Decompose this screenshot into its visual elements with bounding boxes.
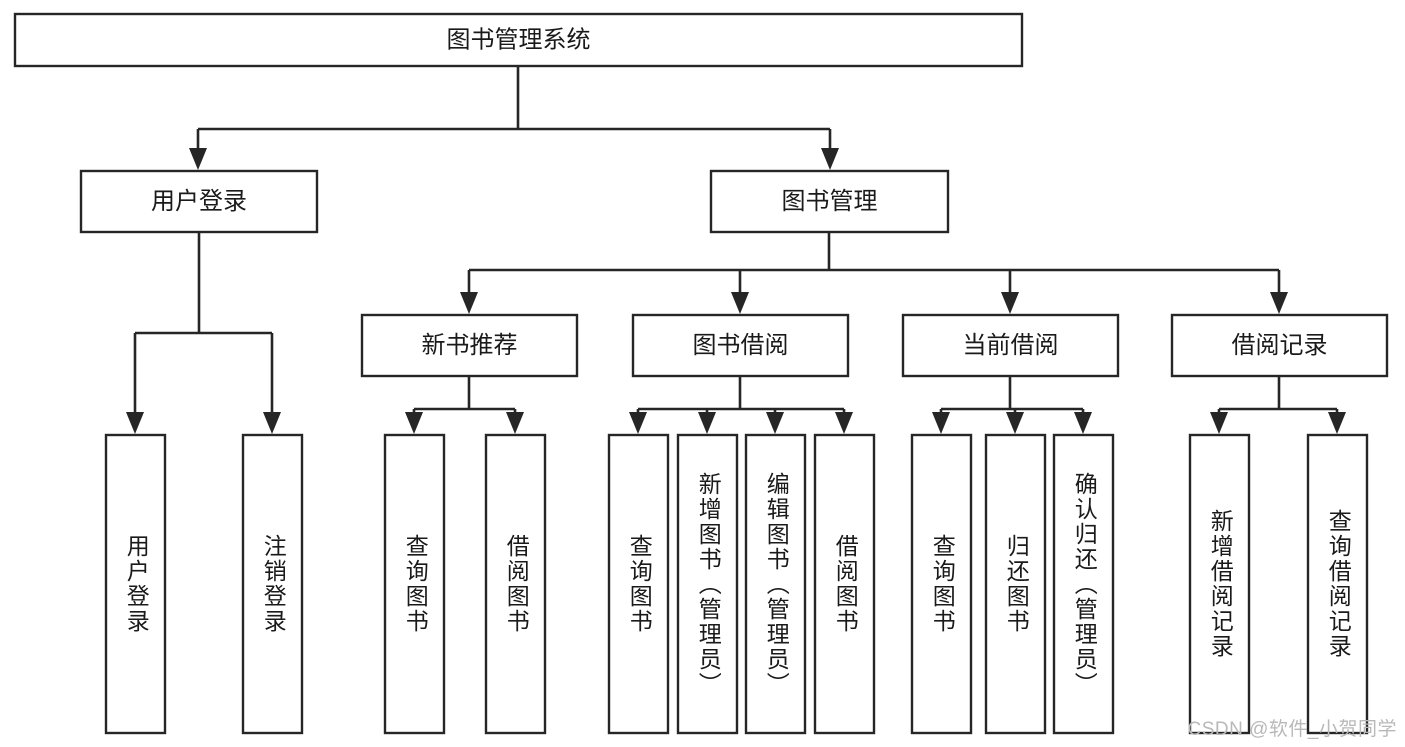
level2-node-borrow-record — [1170, 313, 1389, 378]
node-label-book-borrow: 图书借阅 — [693, 332, 789, 359]
csdn-watermark: CSDN @软件_小贺同学 — [1187, 719, 1397, 740]
arrow-head-icon — [1006, 412, 1024, 434]
leaf-node-leaf-query-book-current — [910, 433, 973, 735]
leaf-node-leaf-confirm-return-admin — [1052, 433, 1115, 735]
arrow-head-icon — [1270, 292, 1288, 314]
arrow-head-icon — [506, 412, 524, 434]
arrow-head-icon — [932, 412, 950, 434]
level2-node-book-borrow — [631, 313, 850, 378]
node-label-current-borrow: 当前借阅 — [963, 332, 1059, 359]
arrow-head-icon — [460, 292, 478, 314]
arrow-head-icon — [629, 412, 647, 434]
arrow-head-icon — [263, 412, 281, 434]
level1-node-user-login — [79, 169, 319, 234]
arrow-head-icon — [1074, 412, 1092, 434]
leaf-node-leaf-query-book-recommend — [383, 433, 446, 735]
arrow-head-icon — [766, 412, 784, 434]
node-label-root: 图书管理系统 — [447, 26, 591, 53]
level1-node-book-manage — [709, 169, 950, 234]
arrow-head-icon — [835, 412, 853, 434]
leaf-node-leaf-borrow-book — [813, 433, 876, 735]
node-boxes-layer — [13, 12, 1389, 735]
node-label-borrow-record: 借阅记录 — [1232, 332, 1328, 359]
arrow-head-icon — [731, 292, 749, 314]
arrow-head-icon — [189, 148, 207, 170]
leaf-node-leaf-query-book-borrow — [607, 433, 670, 735]
leaf-node-leaf-add-book-admin — [676, 433, 739, 735]
leaf-node-leaf-user-login — [104, 433, 167, 735]
arrow-head-icon — [405, 412, 423, 434]
arrow-head-icon — [1328, 412, 1346, 434]
leaf-node-leaf-add-borrow-record — [1188, 433, 1251, 735]
arrow-head-icon — [821, 148, 839, 170]
leaf-node-leaf-logout-login — [241, 433, 304, 735]
leaf-node-leaf-borrow-book-recommend — [484, 433, 547, 735]
node-label-book-manage: 图书管理 — [782, 188, 878, 215]
node-label-user-login: 用户登录 — [151, 188, 247, 215]
arrow-head-icon — [1001, 292, 1019, 314]
arrow-head-icon — [126, 412, 144, 434]
leaf-node-leaf-query-borrow-record — [1306, 433, 1369, 735]
connectors-layer — [126, 66, 1346, 434]
level2-node-current-borrow — [901, 313, 1120, 378]
leaf-node-leaf-return-book — [984, 433, 1047, 735]
node-label-new-book-recommend: 新书推荐 — [422, 332, 518, 359]
level2-node-new-book-recommend — [360, 313, 579, 378]
arrow-head-icon — [698, 412, 716, 434]
arrow-head-icon — [1210, 412, 1228, 434]
root-node-root — [13, 12, 1024, 68]
leaf-node-leaf-edit-book-admin — [744, 433, 807, 735]
